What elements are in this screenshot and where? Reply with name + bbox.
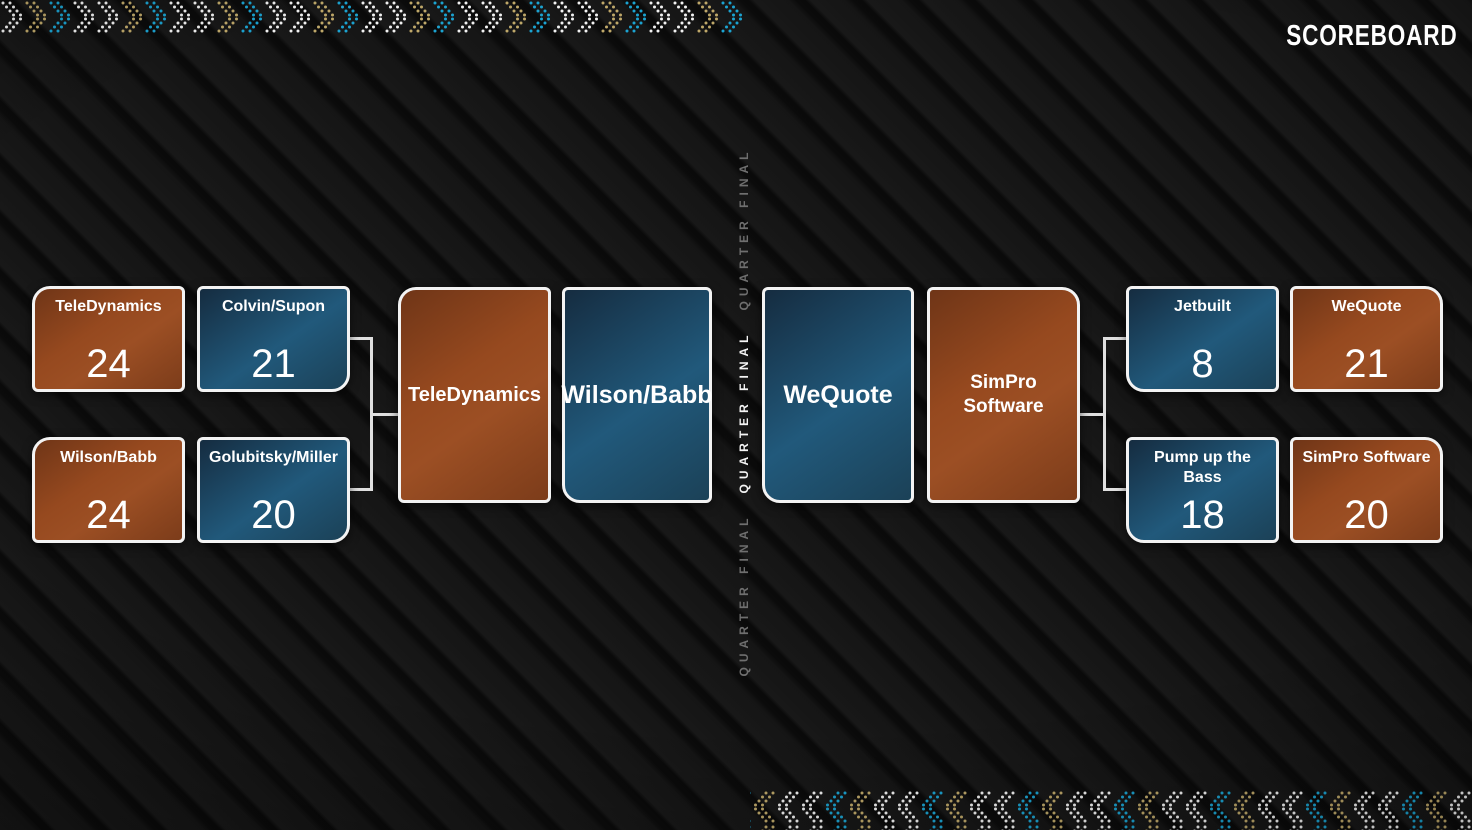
left-qf1-team1-card: TeleDynamics 24: [32, 286, 185, 392]
left-qf1-team2-card: Colvin/Supon 21: [197, 286, 350, 392]
team-name: SimPro Software: [963, 372, 1044, 417]
right-qf2-team2-card: SimPro Software 20: [1290, 437, 1443, 543]
left-qf2-team1-card: Wilson/Babb 24: [32, 437, 185, 543]
round-label-vertical: QUARTER FINAL QUARTER FINAL QUARTER FINA…: [737, 148, 751, 677]
team-name: TeleDynamics: [407, 383, 542, 406]
left-qf2-team2-card: Golubitsky/Miller 20: [197, 437, 350, 543]
bracket-connector: [1103, 337, 1126, 340]
team-score: 21: [1344, 342, 1389, 386]
scoreboard-title: SCOREBOARD: [1285, 20, 1457, 52]
bracket-connector: [349, 337, 372, 340]
chevron-pattern-bottom: [750, 790, 1472, 830]
team-name: Golubitsky/Miller: [209, 449, 338, 466]
team-name: Pump up the Bass: [1154, 449, 1251, 486]
team-score: 8: [1191, 342, 1214, 386]
chevron-pattern-top: [0, 0, 742, 34]
left-semifinal-team2-card: Wilson/Babb: [561, 287, 713, 503]
team-name: WeQuote: [783, 380, 893, 409]
team-score: 20: [1344, 493, 1389, 537]
team-name: Colvin/Supon: [221, 298, 326, 315]
team-score: 21: [251, 342, 296, 386]
bracket-connector: [370, 413, 398, 416]
round-label-segment: QUARTER FINAL: [737, 147, 751, 311]
team-name: WeQuote: [1331, 298, 1402, 315]
bracket-connector: [1103, 488, 1126, 491]
bracket-connector: [1103, 337, 1106, 491]
team-name: Wilson/Babb: [60, 449, 157, 466]
right-qf1-team2-card: WeQuote 21: [1290, 286, 1443, 392]
team-name: Jetbuilt: [1174, 298, 1231, 315]
right-qf1-team1-card: Jetbuilt 8: [1126, 286, 1279, 392]
bracket-connector: [349, 488, 372, 491]
team-name: Wilson/Babb: [561, 380, 713, 409]
team-score: 18: [1180, 493, 1225, 537]
right-semifinal-team2-card: SimPro Software: [927, 287, 1080, 503]
round-label-segment: QUARTER FINAL: [737, 330, 751, 494]
team-name: TeleDynamics: [55, 298, 162, 315]
team-score: 24: [86, 493, 131, 537]
round-label-segment: QUARTER FINAL: [737, 513, 751, 677]
team-score: 24: [86, 342, 131, 386]
left-semifinal-team1-card: TeleDynamics: [398, 287, 551, 503]
team-name: SimPro Software: [1302, 449, 1431, 466]
team-score: 20: [251, 493, 296, 537]
right-semifinal-team1-card: WeQuote: [762, 287, 914, 503]
right-qf2-team1-card: Pump up the Bass 18: [1126, 437, 1279, 543]
